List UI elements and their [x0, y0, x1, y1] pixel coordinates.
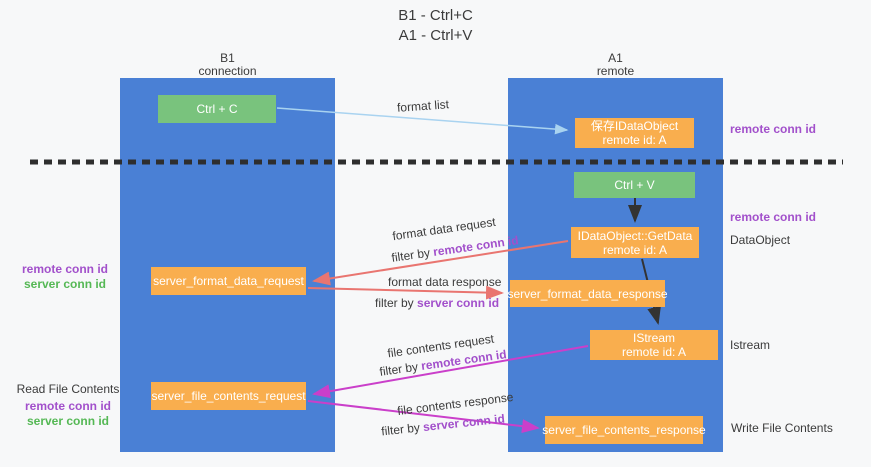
ctrl-c-box: Ctrl + C — [158, 95, 276, 123]
save-idataobject-line1: 保存IDataObject — [590, 119, 679, 133]
ctrl-v-label: Ctrl + V — [614, 178, 655, 192]
server-format-data-request-box: server_format_data_request — [151, 267, 306, 295]
title-line-1: B1 - Ctrl+C — [398, 7, 473, 24]
save-idataobject-box: 保存IDataObject remote id: A — [575, 118, 694, 148]
server-file-contents-request-label: server_file_contents_request — [151, 389, 306, 403]
format-response-arrow — [307, 285, 504, 300]
istream-line1: IStream — [632, 331, 675, 345]
server-format-data-response-label: server_format_data_response — [507, 286, 668, 301]
server-format-data-request-label: server_format_data_request — [153, 274, 304, 288]
remote-conn-id-label-top: remote conn id — [730, 122, 817, 136]
left-column-role: connection — [198, 64, 257, 78]
format-response-filter-key: server conn id — [417, 296, 500, 310]
server-format-data-response-box: server_format_data_response — [507, 280, 668, 307]
left-column-name: B1 — [220, 51, 235, 65]
remote-conn-id-label-mid: remote conn id — [730, 210, 817, 224]
idataobject-getdata-box: IDataObject::GetData remote id: A — [571, 227, 699, 258]
format-response-filter-prefix: filter by — [375, 296, 418, 310]
read-file-contents-group: Read File Contents remote conn id server… — [12, 382, 124, 429]
read-file-contents-label: Read File Contents — [16, 382, 120, 396]
file-response-arrow — [307, 400, 540, 434]
istream-line2: remote id: A — [621, 345, 687, 359]
server-file-contents-response-box: server_file_contents_response — [542, 416, 706, 444]
left-bottom-server-conn-id-label: server conn id — [26, 414, 110, 428]
getdata-line1: IDataObject::GetData — [577, 228, 693, 243]
getdata-line2: remote id: A — [602, 242, 668, 257]
dataobject-label: DataObject — [730, 233, 791, 247]
ctrl-c-label: Ctrl + C — [196, 102, 238, 116]
server-file-contents-response-label: server_file_contents_response — [542, 423, 706, 437]
left-server-conn-id-label: server conn id — [23, 277, 107, 291]
format-request-arrow — [312, 240, 569, 286]
save-idataobject-line2: remote id: A — [602, 133, 667, 147]
left-remote-conn-id-label: remote conn id — [21, 262, 108, 276]
left-bottom-remote-conn-id-label: remote conn id — [24, 399, 111, 413]
format-list-arrow — [276, 107, 569, 135]
title-line-2: A1 - Ctrl+V — [398, 27, 473, 44]
right-column-role: remote — [596, 64, 635, 78]
format-data-response-label: format data response — [388, 275, 502, 289]
diagram-title: B1 - Ctrl+C A1 - Ctrl+V — [0, 6, 871, 46]
format-response-filter-label: filter by server conn id — [375, 296, 499, 310]
ctrl-v-box: Ctrl + V — [574, 172, 695, 198]
file-request-arrow — [312, 345, 589, 399]
left-column-header: B1 connection — [120, 52, 335, 78]
right-column-header: A1 remote — [508, 52, 723, 78]
right-column-name: A1 — [608, 51, 623, 65]
write-file-contents-label: Write File Contents — [731, 421, 833, 435]
server-file-contents-request-box: server_file_contents_request — [151, 382, 306, 410]
istream-box: IStream remote id: A — [590, 330, 718, 360]
istream-side-label: Istream — [730, 338, 771, 352]
left-conn-id-group: remote conn id server conn id — [12, 262, 118, 292]
